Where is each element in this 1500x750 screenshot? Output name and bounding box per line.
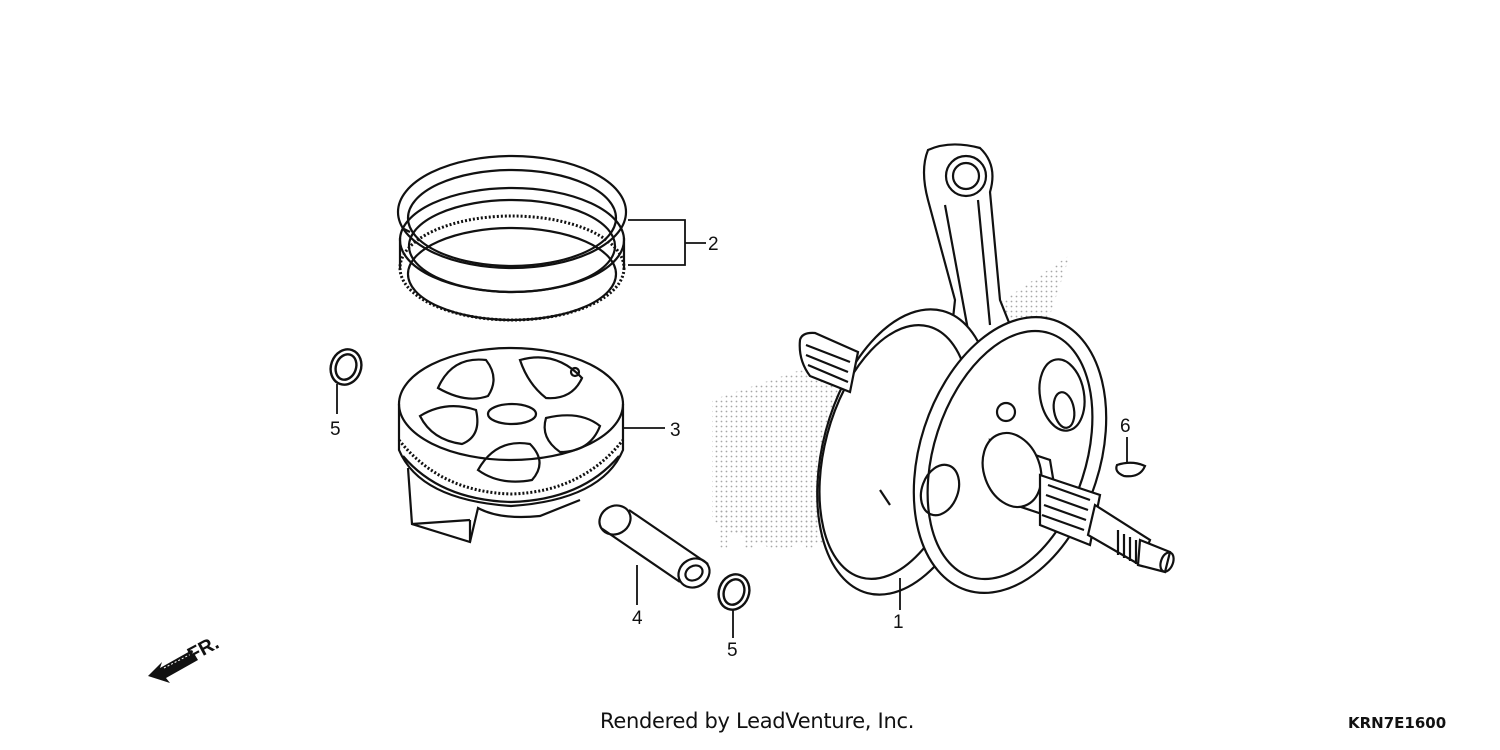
pin-clip-left — [329, 348, 363, 386]
front-direction-arrow: FR. — [148, 632, 223, 683]
callout-4: 4 — [632, 608, 643, 629]
piston — [397, 346, 625, 544]
callout-2: 2 — [708, 234, 719, 255]
callout-1: 1 — [893, 612, 904, 633]
piston-rings — [396, 154, 628, 322]
pin-clip-right — [717, 573, 751, 611]
diagram-code: KRN7E1600 — [1348, 714, 1447, 732]
callout-6: 6 — [1120, 416, 1131, 437]
piston-pin — [598, 504, 711, 589]
footer-credit: Rendered by LeadVenture, Inc. — [600, 709, 915, 733]
callout-5-right: 5 — [727, 640, 738, 661]
callout-5-left: 5 — [330, 419, 341, 440]
crankshaft — [798, 143, 1175, 596]
woodruff-key — [1115, 461, 1147, 478]
callout-labels: 2 3 4 5 5 1 6 — [330, 234, 1131, 661]
callout-3: 3 — [670, 420, 681, 441]
leader-lines — [336, 219, 1128, 638]
